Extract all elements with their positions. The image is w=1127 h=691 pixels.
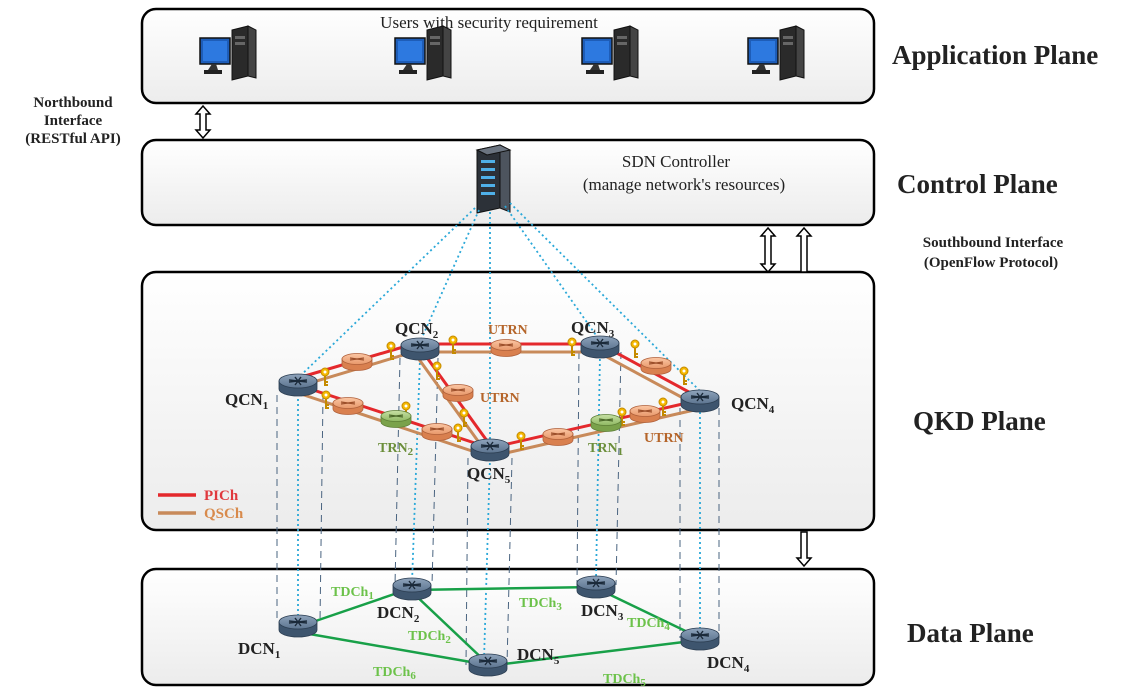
legend-qsch-label: QSCh <box>204 506 244 522</box>
dcn1-label: DCN1 <box>238 639 280 661</box>
router-icon <box>680 627 720 651</box>
router-icon <box>400 337 440 361</box>
router-icon <box>542 427 574 447</box>
utrn-label-middle: UTRN <box>480 391 520 406</box>
router-icon <box>640 356 672 376</box>
dcn2-label: DCN2 <box>377 603 420 625</box>
router-icon <box>490 338 522 358</box>
router-icon <box>421 422 453 442</box>
router-icon <box>629 404 661 424</box>
router-icon <box>332 396 364 416</box>
legend-pich-label: PICh <box>204 488 239 504</box>
qcn4-label: QCN4 <box>731 394 775 416</box>
router-icon <box>278 614 318 638</box>
server-tower-icon <box>475 144 512 214</box>
southbound-label-line2: (OpenFlow Protocol) <box>924 255 1058 271</box>
qkd-plane-box <box>140 270 876 532</box>
application-plane-box <box>140 7 876 105</box>
dcn4-label: DCN4 <box>707 653 750 675</box>
utrn-label-right: UTRN <box>644 431 684 446</box>
data-plane-label: Data Plane <box>907 618 1034 648</box>
tdch3-label: TDCh3 <box>519 596 562 613</box>
northbound-label-line2: Interface <box>44 113 103 129</box>
control-plane-label: Control Plane <box>897 169 1058 199</box>
tdch6-label: TDCh6 <box>373 665 416 682</box>
sdn-controller-title: SDN Controller <box>622 152 730 171</box>
trn2-label: TRN2 <box>378 441 414 458</box>
interface-arrow-icon <box>795 531 813 568</box>
router-icon <box>341 352 373 372</box>
tdch1-label: TDCh1 <box>331 585 374 602</box>
southbound-label-line1: Southbound Interface <box>923 235 1064 251</box>
vertical-dashed-links <box>276 351 720 666</box>
router-icon <box>680 389 720 413</box>
control-links <box>297 202 701 442</box>
router-icon <box>380 409 412 429</box>
router-icon <box>468 653 508 677</box>
southbound-interface: Southbound Interface (OpenFlow Protocol) <box>759 226 1064 568</box>
router-icon <box>392 577 432 601</box>
utrn-label-top: UTRN <box>488 323 528 338</box>
router-icon <box>442 383 474 403</box>
interface-arrow-icon <box>190 102 216 141</box>
application-plane-label: Application Plane <box>892 40 1098 70</box>
qcn3-label: QCN3 <box>571 318 615 340</box>
users-caption: Users with security requirement <box>380 13 598 32</box>
northbound-interface: Northbound Interface (RESTful API) <box>25 95 216 147</box>
vertical-dotted-links <box>297 353 701 661</box>
tdch4-label: TDCh4 <box>627 616 670 633</box>
interface-arrow-icon <box>759 226 777 274</box>
tdch2-label: TDCh2 <box>408 629 451 646</box>
legend: PICh QSCh <box>158 488 244 522</box>
interface-arrow-icon <box>795 226 813 273</box>
router-icon <box>590 413 622 433</box>
router-icon <box>470 438 510 462</box>
northbound-label-line1: Northbound <box>33 95 113 111</box>
qcn1-label: QCN1 <box>225 390 268 412</box>
dcn3-label: DCN3 <box>581 601 624 623</box>
router-icon <box>576 575 616 599</box>
dcn5-label: DCN5 <box>517 645 560 667</box>
router-icon <box>278 373 318 397</box>
tdch5-label: TDCh5 <box>603 672 646 689</box>
northbound-label-line3: (RESTful API) <box>25 131 120 147</box>
sdn-controller-subtitle: (manage network's resources) <box>583 175 785 194</box>
qcn2-label: QCN2 <box>395 319 439 341</box>
qcn5-label: QCN5 <box>467 464 511 486</box>
qkd-plane-label: QKD Plane <box>913 406 1046 436</box>
trn1-label: TRN1 <box>588 441 623 458</box>
